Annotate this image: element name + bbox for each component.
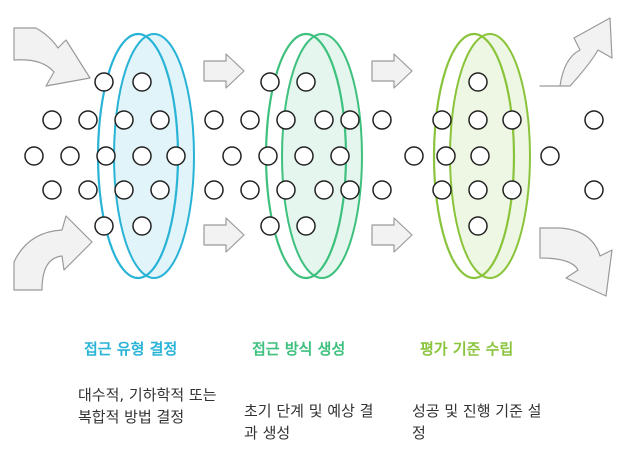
stage-2-title: 접근 방식 생성 (252, 340, 346, 358)
particle-dot-17 (468, 110, 488, 130)
particle-dot-43 (432, 180, 452, 200)
stage-1-description: 대수적, 기하학적 또는 복합적 방법 결정 (78, 386, 217, 426)
particle-dot-50 (296, 216, 316, 236)
particle-dot-4 (296, 72, 316, 92)
arrow-right-top-2-icon (371, 53, 413, 89)
ring-stage-2-back (281, 33, 363, 279)
particle-dot-6 (42, 110, 62, 130)
arrow-right-top-1-icon (203, 53, 245, 89)
particle-dot-24 (166, 146, 186, 166)
particle-dot-47 (94, 216, 114, 236)
particle-dot-46 (584, 180, 604, 200)
arrow-right-bottom-1-icon (203, 217, 245, 253)
ring-stage-3-front (432, 32, 516, 280)
particle-dot-51 (468, 216, 488, 236)
particle-dot-38 (240, 180, 260, 200)
particle-dot-49 (260, 216, 280, 236)
particle-dot-35 (114, 180, 134, 200)
particle-dot-27 (294, 146, 314, 166)
ring-stage-3-back (449, 33, 531, 279)
stage-3-title: 평가 기준 수립 (420, 340, 514, 358)
particle-dot-7 (78, 110, 98, 130)
particle-dot-3 (260, 72, 280, 92)
stage-2-description: 초기 단계 및 예상 결과 생성 (244, 402, 374, 442)
particle-dot-31 (470, 146, 490, 166)
curved-arrow-in-top-icon (13, 27, 91, 87)
particle-dot-28 (330, 146, 350, 166)
particle-dot-5 (468, 72, 488, 92)
particle-dot-16 (432, 110, 452, 130)
stage-1-title: 접근 유형 결정 (84, 340, 178, 358)
particle-dot-18 (502, 110, 522, 130)
particle-dot-13 (314, 110, 334, 130)
particle-dot-22 (96, 146, 116, 166)
curved-arrow-in-bottom-icon (13, 215, 93, 291)
particle-dot-44 (468, 180, 488, 200)
particle-dot-40 (314, 180, 334, 200)
particle-dot-39 (276, 180, 296, 200)
stage-3-description: 성공 및 진행 기준 설정 (412, 402, 542, 442)
process-diagram (13, 17, 613, 297)
particle-dot-23 (132, 146, 152, 166)
particle-dot-10 (204, 110, 224, 130)
particle-dot-36 (150, 180, 170, 200)
particle-dot-41 (340, 180, 360, 200)
particle-dot-15 (372, 110, 392, 130)
particle-dot-19 (584, 110, 604, 130)
particle-dot-26 (258, 146, 278, 166)
particle-dot-8 (114, 110, 134, 130)
particle-dot-29 (404, 146, 424, 166)
particle-dot-45 (502, 180, 522, 200)
particle-dot-2 (132, 72, 152, 92)
curved-arrow-out-top-icon (539, 17, 613, 87)
particle-dot-9 (150, 110, 170, 130)
particle-dot-32 (540, 146, 560, 166)
particle-dot-34 (78, 180, 98, 200)
particle-dot-37 (204, 180, 224, 200)
particle-dot-25 (222, 146, 242, 166)
particle-dot-14 (340, 110, 360, 130)
particle-dot-48 (132, 216, 152, 236)
particle-dot-33 (42, 180, 62, 200)
arrow-right-bottom-2-icon (371, 217, 413, 253)
particle-dot-21 (60, 146, 80, 166)
particle-dot-20 (24, 146, 44, 166)
particle-dot-11 (240, 110, 260, 130)
particle-dot-1 (94, 72, 114, 92)
particle-dot-30 (436, 146, 456, 166)
particle-dot-12 (276, 110, 296, 130)
particle-dot-42 (372, 180, 392, 200)
curved-arrow-out-bottom-icon (539, 227, 613, 297)
